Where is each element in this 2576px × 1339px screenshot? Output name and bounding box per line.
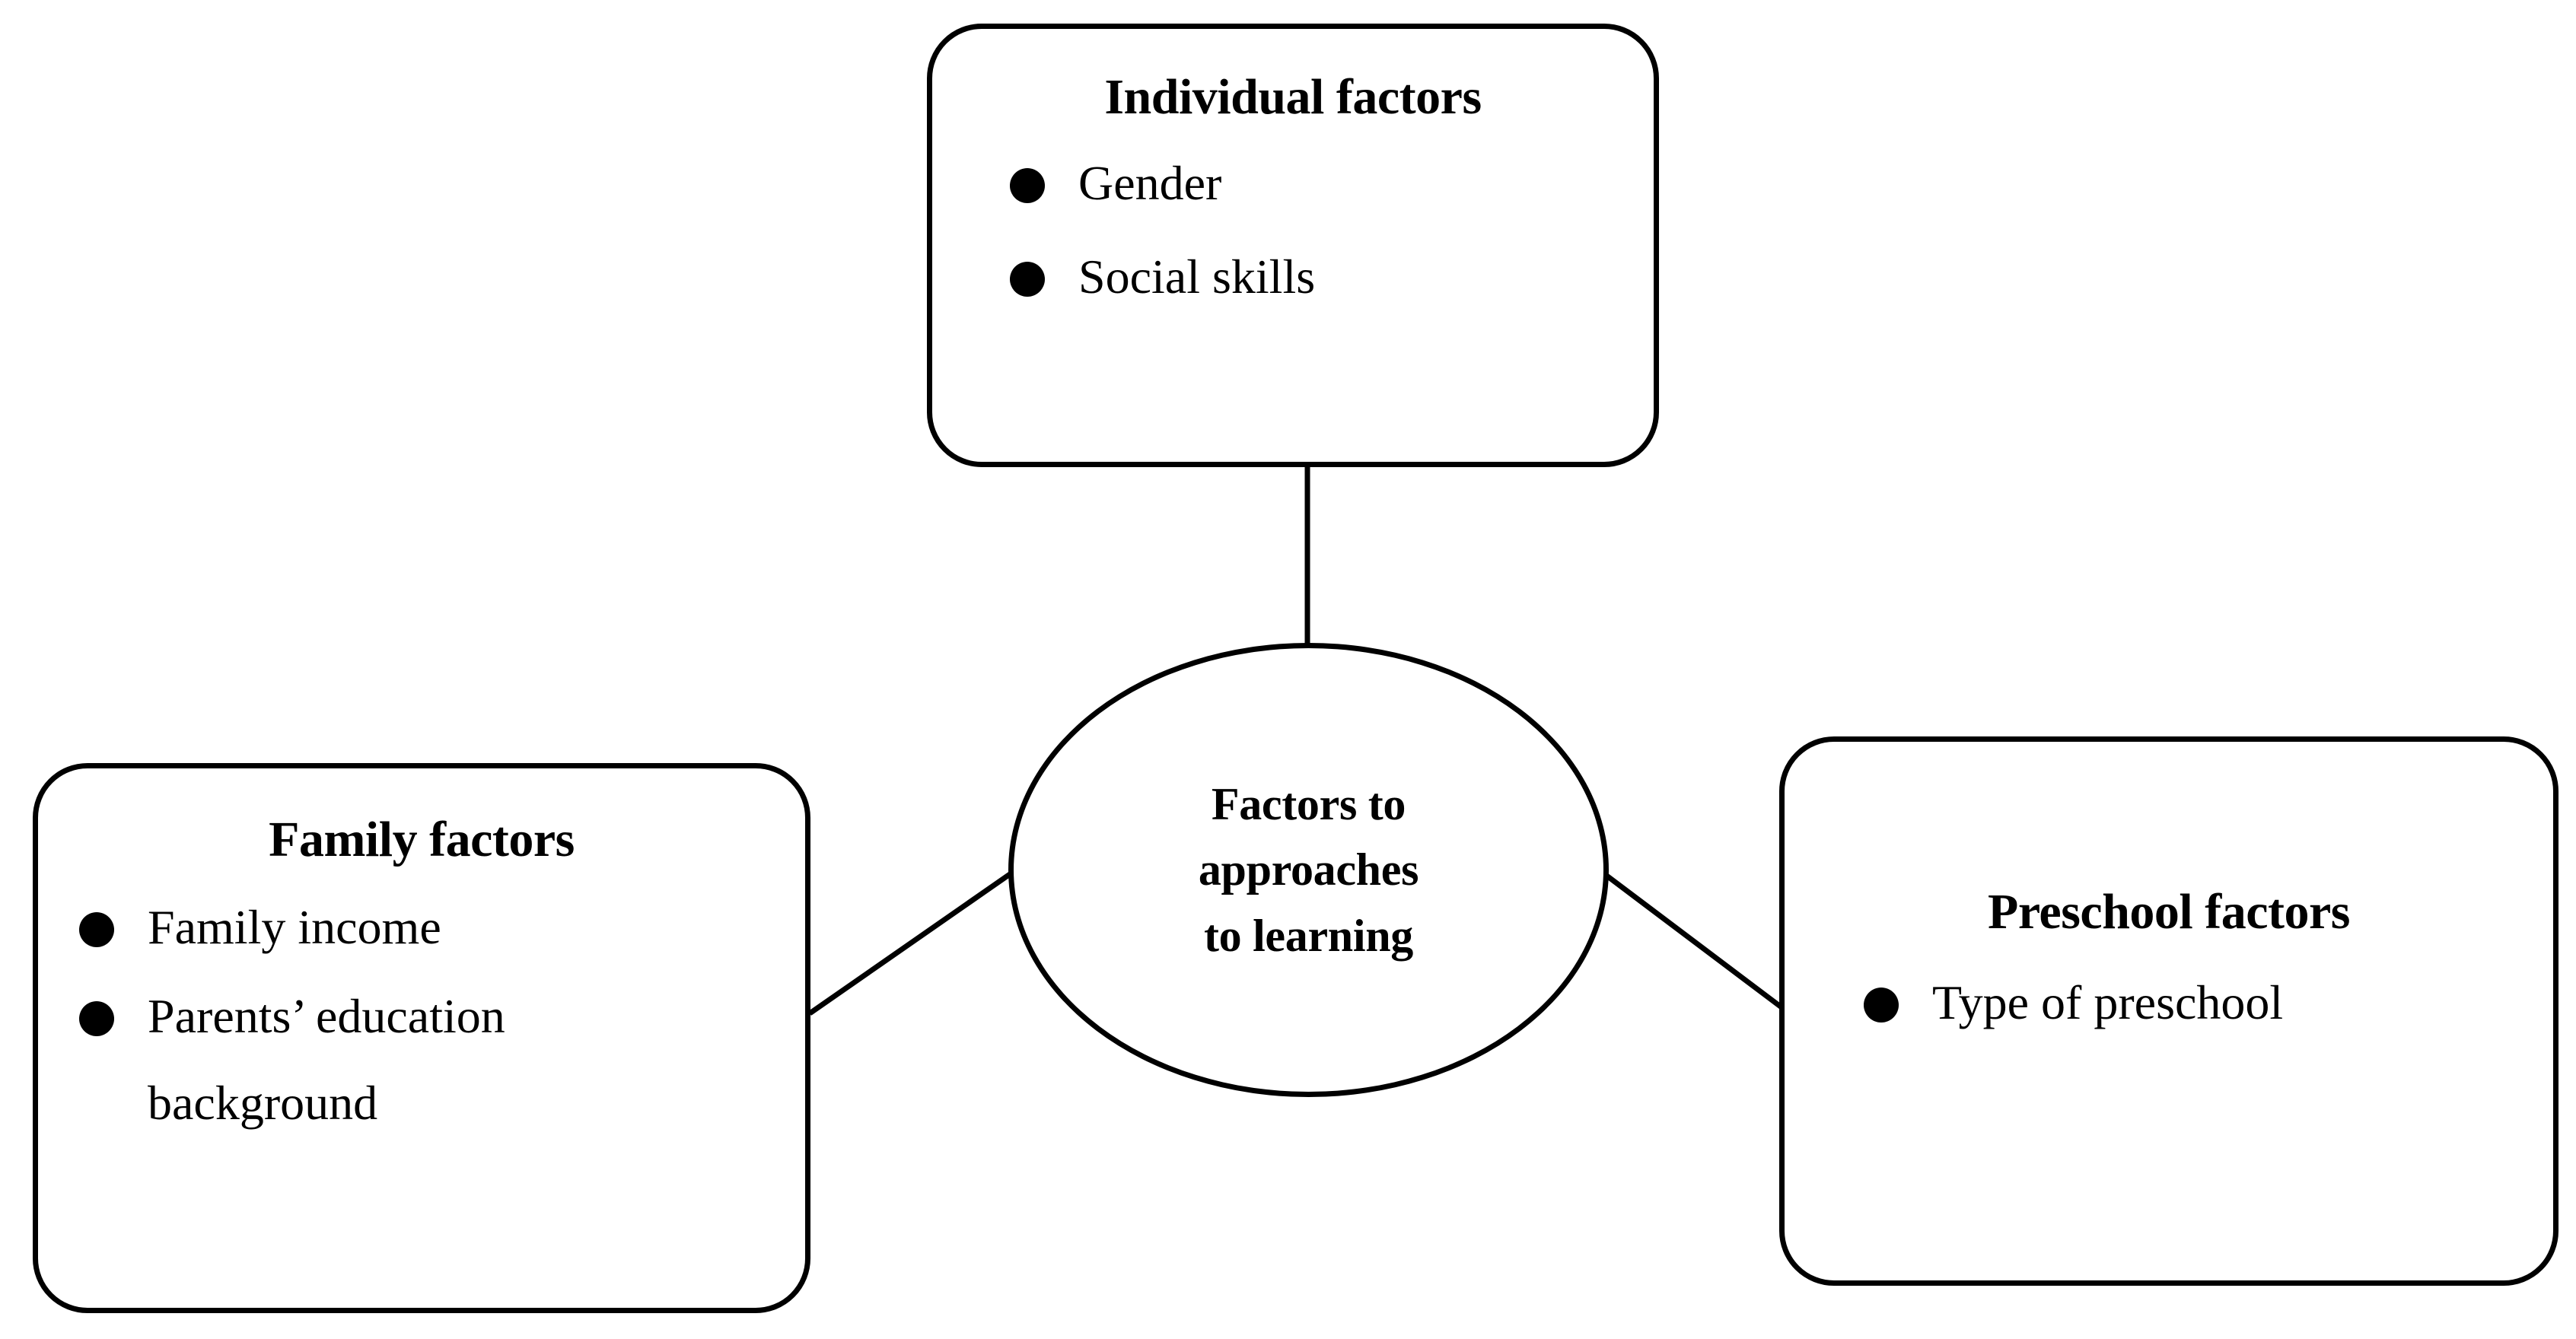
list-item-label: Type of preschool (1932, 975, 2284, 1030)
list-item: Social skills (1010, 243, 1617, 310)
list-item: Gender (1010, 150, 1617, 217)
connector-family-to-center (808, 865, 1021, 1016)
node-individual-list: Gender Social skills (969, 150, 1617, 310)
node-family-factors[interactable]: Family factors Family income Parents’ ed… (33, 763, 810, 1313)
list-item-label: Gender (1078, 156, 1222, 211)
list-item-label: Social skills (1078, 249, 1316, 304)
connector-center-to-preschool (1594, 866, 1784, 1010)
bullet-icon (1010, 261, 1045, 297)
node-preschool-title: Preschool factors (1988, 884, 2350, 940)
list-item-label-wrap: Parents’ education background (148, 983, 785, 1137)
node-individual-title: Individual factors (1104, 69, 1482, 125)
node-family-list: Family income Parents’ education backgro… (58, 894, 785, 1137)
list-item-label-continuation: background (148, 1075, 378, 1130)
node-individual-factors[interactable]: Individual factors Gender Social skills (927, 24, 1659, 467)
bullet-icon (1010, 168, 1045, 204)
list-item-label: Family income (148, 900, 441, 955)
list-item: Family income (79, 894, 785, 961)
node-center-factors-to-approaches-to-learning[interactable]: Factors to approaches to learning (1008, 643, 1609, 1097)
node-family-content: Family factors Family income Parents’ ed… (58, 813, 785, 1137)
node-preschool-factors[interactable]: Preschool factors Type of preschool (1779, 736, 2558, 1286)
list-item: Parents’ education background (79, 983, 785, 1137)
node-center-label-line-2: approaches (1198, 844, 1419, 895)
list-item-label: Parents’ education (148, 988, 505, 1043)
node-preschool-content: Preschool factors Type of preschool (1815, 885, 2523, 1037)
list-item: Type of preschool (1864, 969, 2523, 1036)
bullet-icon (1864, 988, 1899, 1023)
node-individual-content: Individual factors Gender Social skills (969, 70, 1617, 310)
node-center-label-line-3: to learning (1203, 910, 1414, 961)
bullet-icon (79, 1000, 114, 1036)
bullet-icon (79, 912, 114, 948)
node-family-title: Family factors (269, 812, 575, 867)
node-center-label: Factors to approaches to learning (1153, 771, 1464, 968)
node-center-label-line-1: Factors to (1211, 778, 1406, 829)
node-preschool-list: Type of preschool (1815, 969, 2523, 1036)
